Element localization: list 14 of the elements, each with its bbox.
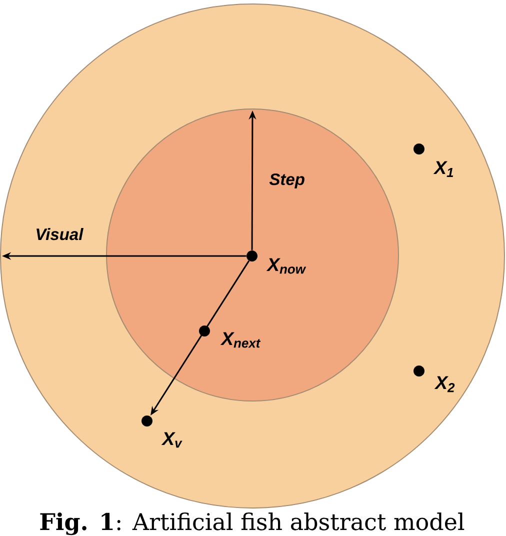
point-label: X$_{now}$: [266, 258, 306, 274]
edge-label: Step: [269, 173, 304, 188]
point-dot: [246, 250, 258, 262]
caption: Fig. 1: Artificial fish abstract model: [40, 512, 464, 536]
point-dot: [414, 366, 424, 376]
point-dot: [414, 144, 424, 154]
point-label: X$_{v}$: [161, 432, 182, 448]
point-label: X$_{2}$: [434, 376, 455, 392]
point-dot: [142, 416, 152, 426]
point-dot: [199, 326, 210, 336]
point-label: X$_{next}$: [220, 332, 261, 348]
range-circle: [106, 108, 399, 402]
edge-label: Visual: [36, 228, 84, 240]
point-label: X$_{1}$: [433, 161, 454, 177]
